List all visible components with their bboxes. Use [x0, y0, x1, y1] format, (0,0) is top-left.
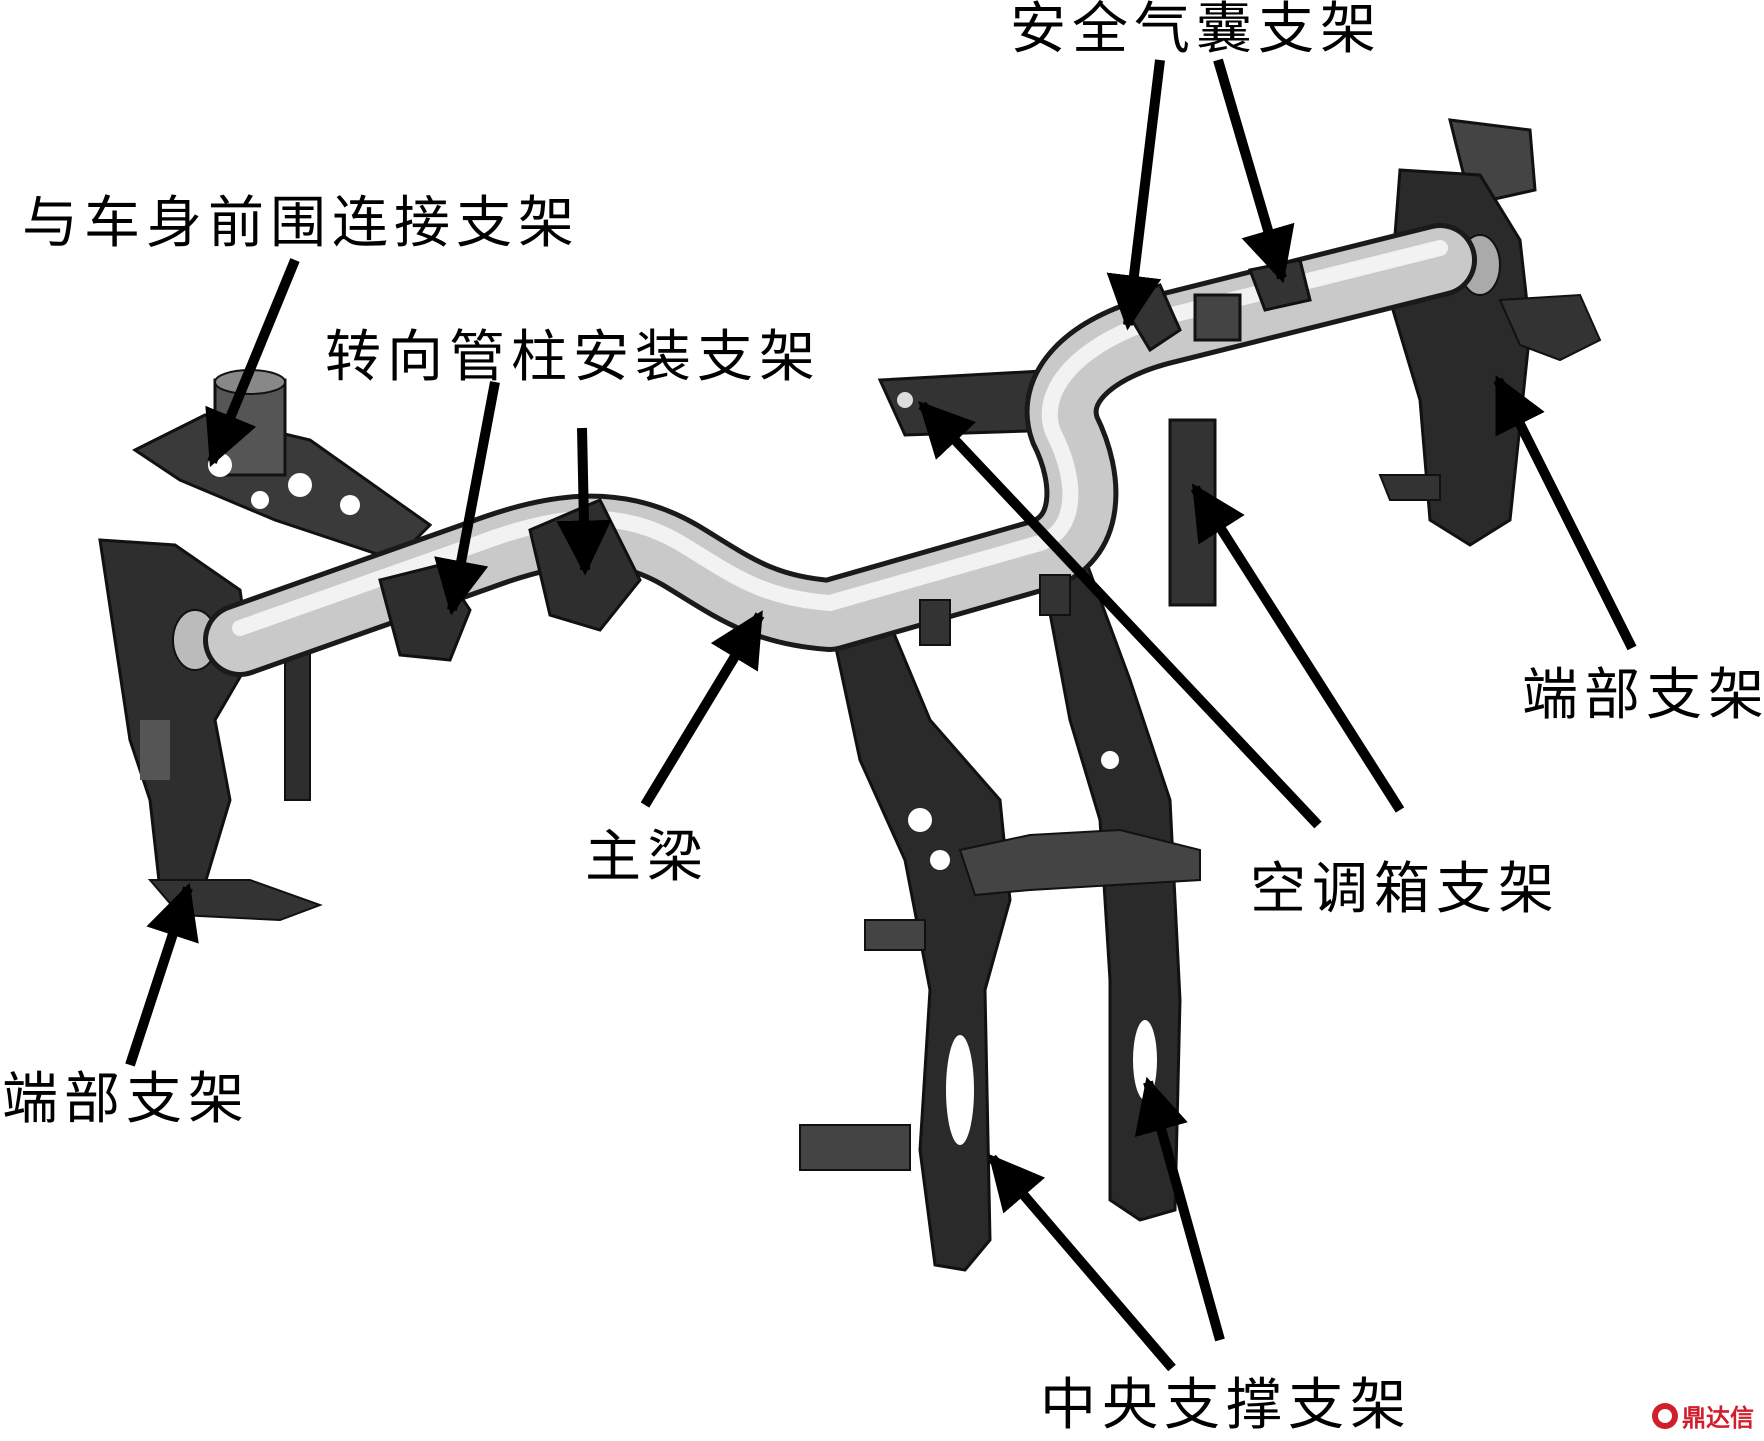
arrow-firewall: [205, 258, 300, 468]
arrow-steering-b: [556, 427, 612, 576]
arrow-center-b: [1134, 1076, 1225, 1342]
arrow-end-right: [1493, 375, 1637, 651]
label-firewall-bracket: 与车身前围连接支架: [22, 191, 580, 256]
arrow-hvac-b: [1190, 483, 1405, 813]
center-support-shape: [799, 543, 1201, 1272]
label-center-support: 中央支撑支架: [1040, 1373, 1412, 1438]
arrow-end-left: [125, 882, 199, 1067]
label-hvac-bracket: 空调箱支架: [1250, 857, 1560, 922]
label-steering-bracket: 转向管柱安装支架: [325, 325, 821, 390]
label-airbag-bracket: 安全气囊支架: [1010, 0, 1382, 62]
label-end-bracket-right: 端部支架: [1522, 663, 1764, 728]
watermark: 鼎达信: [1652, 1398, 1754, 1433]
right-end-bracket-shape: [1378, 118, 1602, 547]
arrow-steering-a: [434, 381, 500, 616]
arrow-center-a: [988, 1153, 1176, 1372]
arrow-airbag-right: [1213, 58, 1295, 284]
arrow-hvac-a: [918, 400, 1322, 829]
leader-arrows: [125, 58, 1637, 1372]
arrow-airbag-left: [1106, 59, 1165, 331]
watermark-text: 鼎达信: [1682, 1404, 1754, 1432]
label-main-beam: 主梁: [585, 825, 709, 890]
firewall-bracket-shape: [132, 369, 433, 562]
crossbeam-structure: [98, 118, 1602, 1272]
logo-icon: [1652, 1402, 1678, 1429]
label-end-bracket-left: 端部支架: [2, 1067, 250, 1132]
arrow-main-beam: [640, 610, 765, 808]
